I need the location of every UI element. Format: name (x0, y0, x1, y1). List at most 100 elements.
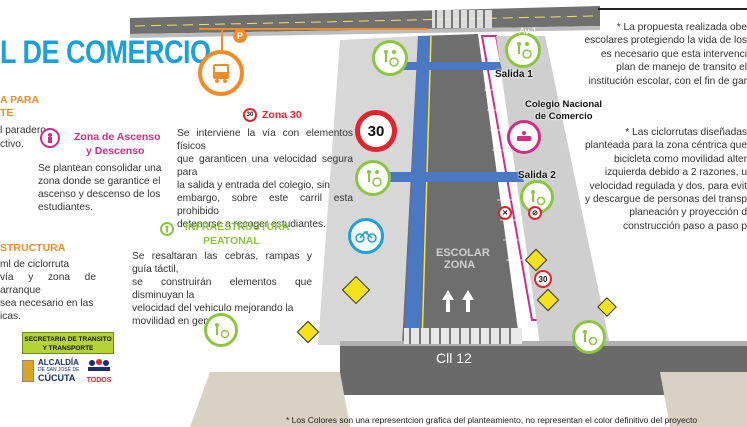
alcaldia-line3: CÚCUTA (38, 373, 76, 383)
bus-icon-stem (221, 30, 223, 50)
no-parking-glyph: ✕ (502, 210, 508, 217)
todos-logo: TODOS (84, 358, 114, 384)
escolar-label-line2: ZONA (444, 259, 476, 271)
bus-icon (198, 50, 244, 96)
peatonal-line: se construirán elementos que disminuyan … (132, 277, 312, 301)
zona30-text: Se interviene la vía con elementos físic… (177, 127, 353, 231)
pedestrian-accessibility-icon-2 (505, 32, 541, 68)
colegio-label-line2: de Comercio (535, 111, 593, 122)
alcaldia-logo: ALCALDÍA DE SAN JOSÉ DE CÚCUTA (38, 358, 79, 383)
cll12-road (340, 345, 747, 395)
av1-centerline (134, 15, 596, 27)
right-p2-line: * Las ciclorrutas diseñadas (625, 127, 747, 138)
right-p2-line: planteada para la zona céntrica que (585, 140, 747, 152)
orange-connector (199, 28, 427, 30)
ascenso-line: ascenso y descenso de los (38, 189, 161, 200)
cll12-label: Cll 12 (436, 350, 472, 366)
zona30-line: la salida y entrada del colegio, sin (177, 180, 330, 191)
main-road (402, 34, 520, 345)
city-shield-icon (22, 360, 34, 382)
ramp-icon-bottom-left (204, 313, 238, 347)
infra-partial-line: vía y zona de arranque (0, 272, 96, 296)
infra-partial-line: icas. (0, 311, 21, 322)
right-p1-line: plan de manejo de transito el (616, 62, 747, 74)
salida1-label: Salida 1 (495, 69, 533, 80)
zona30-line: detenerse a recoger estudiantes. (177, 219, 326, 230)
ascenso-header-line1: Zona de Ascenso (74, 131, 161, 143)
bike-lane (404, 36, 430, 345)
zona30-line: embargo, sobre este carril esta prohibid… (177, 193, 353, 217)
right-p1-line: es necesario que esta intervenci (600, 48, 747, 60)
bottom-left-corner (190, 372, 350, 427)
right-p2-line: planeación y proyección d (629, 207, 747, 219)
right-top-rule (598, 8, 747, 10)
ascenso-line: zona donde se garantice el (38, 176, 161, 187)
colegio-label-line1: Colegio Nacional (525, 99, 603, 110)
paradero-header-line2: TE (0, 107, 14, 119)
speed-sign-small-label: 30 (538, 274, 548, 284)
right-p2-line: construcción paso a paso p (622, 220, 747, 232)
right-p2-line: velocidad regulada y dos, para evit (589, 180, 747, 192)
infra-partial-line: ml de ciclorruta (0, 259, 70, 270)
ascenso-header-line2: y Descenso (86, 145, 145, 157)
footer-note: * Los Colores son una representcion graf… (286, 415, 698, 425)
right-p1-line: * La propuesta realizada obe (616, 22, 747, 33)
crossing-2 (378, 172, 524, 182)
pedestrian-icon (355, 160, 391, 196)
no-turn-glyph: ⊘ (532, 210, 538, 217)
peatonal-header-line1: INFRAESTRUCTURA (185, 221, 290, 233)
zona30-small-icon: 30 (243, 108, 257, 122)
pedestrian-accessibility-icon (372, 40, 408, 76)
salida2-label: Salida 2 (518, 170, 556, 181)
dropoff-map-icon (507, 120, 541, 154)
parking-p-label: P (236, 31, 243, 41)
av1-label: Av 1 (519, 26, 537, 36)
crossing-1 (393, 62, 502, 70)
speed-limit-label: 30 (367, 122, 385, 140)
page-title: L DE COMERCIO (0, 34, 211, 70)
av1-curb (130, 26, 600, 38)
zona30-line: que garanticen una velocidad segura para (177, 154, 353, 178)
secretaria-logo: SECRETARIA DE TRANSITO Y TRANSPORTE (22, 332, 114, 354)
escolar-label-line1: ESCOLAR (436, 247, 490, 259)
zona30-header: Zona 30 (262, 109, 302, 121)
ramp-icon-bottom-right (572, 320, 606, 354)
right-p2-line: bicicleta como movilidad alter (613, 153, 747, 165)
bike-lane-line (421, 35, 432, 346)
speed-limit-30-icon: 30 (355, 110, 397, 152)
bottom-right-corner (660, 372, 747, 427)
cll12-curb (340, 341, 747, 346)
no-turn-sign: ⊘ (528, 206, 542, 220)
bottom-crosswalk (404, 328, 522, 344)
zona30-small-label: 30 (246, 112, 254, 118)
secretaria-line1: SECRETARIA DE TRANSITO (24, 336, 112, 343)
dropoff-icon (40, 128, 60, 148)
infra-partial-header: STRUCTURA (0, 242, 66, 254)
peatonal-line: movilidad en general (132, 316, 227, 327)
right-p1-line: escolares protegiendo la vida de los (584, 35, 747, 47)
ascenso-line: Se plantean consolidar una (38, 163, 162, 174)
peatonal-line: Se resaltaran las cebras, rampas y guía … (132, 251, 312, 275)
todos-people-icon (88, 359, 110, 371)
peatonal-small-icon (160, 222, 174, 236)
infra-partial-line: sea necesario en las (0, 298, 94, 309)
peatonal-header-line2: PEATONAL (203, 235, 260, 247)
right-paragraph-1: * La propuesta realizada obe escolares p… (582, 21, 747, 88)
right-p2-line: y descargue de personas del transp (585, 194, 747, 206)
speed-sign-small: 30 (534, 270, 552, 288)
parking-p-icon: P (233, 29, 247, 43)
right-p2-line: izquierda debido a 2 razones, u (604, 167, 747, 179)
paradero-text2: ctivo. (0, 139, 24, 150)
right-paragraph-2: * Las ciclorrutas diseñadas planteada pa… (582, 126, 747, 233)
secretaria-line2: Y TRANSPORTE (42, 345, 94, 352)
no-parking-sign: ✕ (498, 206, 512, 220)
zona30-line: Se interviene la vía con elementos físic… (177, 128, 353, 152)
paradero-header-line1: A PARA (0, 94, 40, 106)
ascenso-line: estudiantes. (38, 202, 93, 213)
ascenso-text: Se plantean consolidar una zona donde se… (38, 162, 166, 214)
peatonal-text: Se resaltaran las cebras, rampas y guía … (132, 250, 312, 328)
infra-partial-text: ml de ciclorruta vía y zona de arranque … (0, 258, 96, 323)
paradero-text1: l paradero (0, 125, 46, 136)
right-p1-line: institución escolar, con el fin de gar (588, 75, 747, 87)
pedestrian-map-icon (520, 180, 554, 214)
